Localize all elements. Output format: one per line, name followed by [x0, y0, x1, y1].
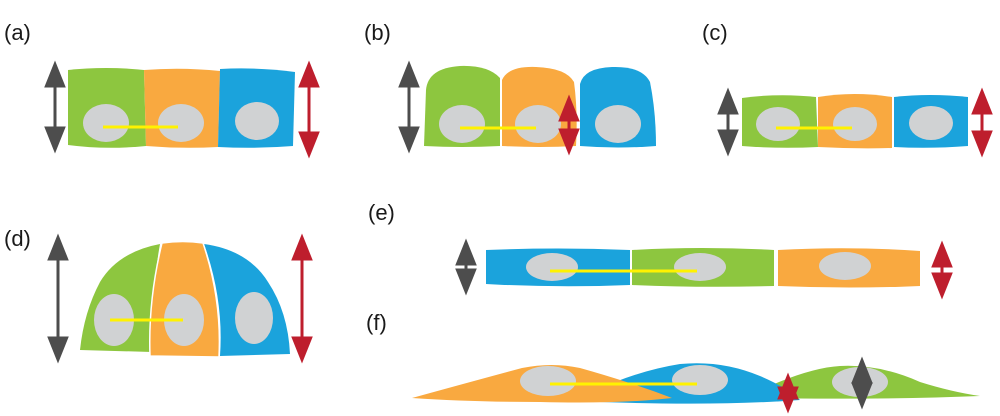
- panel-f: [412, 356, 980, 414]
- nucleus: [526, 253, 578, 281]
- panel-label-d: (d): [4, 226, 31, 251]
- nucleus: [235, 292, 273, 344]
- panel-e: [455, 238, 953, 300]
- nucleus: [515, 105, 561, 143]
- panel-label-e: (e): [368, 200, 395, 225]
- nucleus: [674, 253, 726, 281]
- nucleus: [833, 107, 877, 141]
- panel-label-f: (f): [366, 310, 387, 335]
- panel-d: [47, 233, 313, 364]
- nucleus: [158, 104, 204, 142]
- nucleus: [164, 294, 204, 346]
- nucleus: [83, 104, 129, 142]
- nucleus: [595, 105, 641, 143]
- nucleus: [672, 365, 728, 395]
- panel-label-b: (b): [364, 20, 391, 45]
- nucleus: [520, 366, 576, 396]
- nucleus: [439, 105, 485, 143]
- nucleus: [832, 367, 888, 397]
- panel-label-c: (c): [702, 20, 728, 45]
- nucleus: [756, 107, 800, 141]
- panel-c: [717, 87, 993, 158]
- panel-a: [44, 60, 320, 159]
- panel-b: [398, 60, 656, 156]
- nucleus: [909, 106, 953, 140]
- nucleus: [235, 102, 279, 140]
- nucleus: [819, 252, 871, 280]
- panel-label-a: (a): [4, 20, 31, 45]
